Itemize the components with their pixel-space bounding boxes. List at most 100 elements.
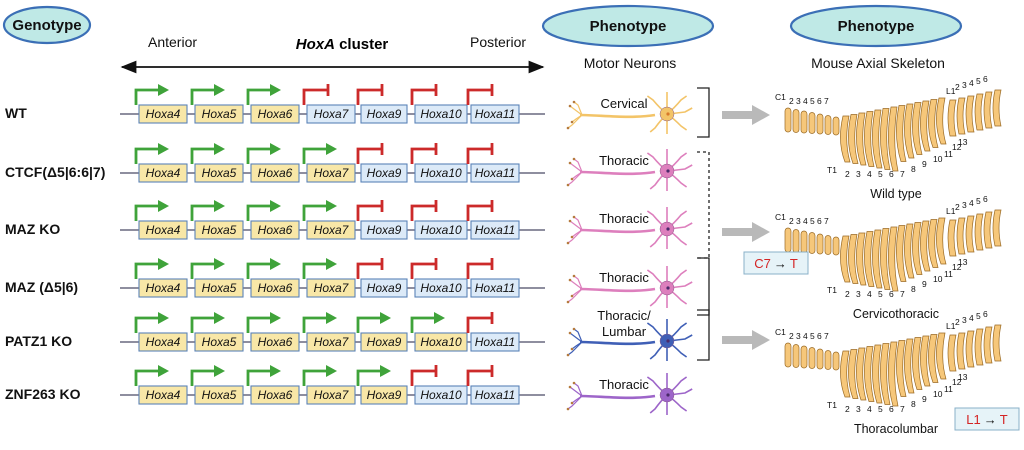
gene-box-rect [360, 332, 408, 352]
gene-name: Hoxa5 [202, 335, 237, 349]
row-label: WT [5, 105, 27, 121]
gene-box-rect [470, 332, 520, 352]
neuron-label-line: Lumbar [602, 324, 647, 339]
thoracic-rib [888, 341, 899, 407]
lumbar-vertebra [983, 211, 993, 249]
thoracic-label: 9 [922, 394, 927, 404]
gene-box: Hoxa9 [356, 365, 408, 405]
synapse-dot [572, 274, 576, 278]
gene-name: Hoxa4 [146, 166, 181, 180]
gene-name: Hoxa11 [475, 107, 515, 121]
gene-name: Hoxa11 [475, 166, 515, 180]
row-label: MAZ (Δ5|6) [5, 279, 78, 295]
axon-terminal [573, 275, 583, 290]
axon-terminal [569, 105, 583, 116]
neuron-label: Thoracic [599, 270, 649, 285]
lumbar-vertebra [956, 217, 966, 255]
synapse-dot [572, 215, 576, 219]
repression-bar-icon [356, 88, 382, 105]
thoracic-label: 2 [845, 169, 850, 179]
thoracic-label: 6 [889, 169, 894, 179]
cervical-label: C1 [775, 92, 786, 102]
gene-box: Hoxa7 [302, 365, 356, 405]
gene-name: Hoxa10 [420, 388, 462, 402]
gene-box: Hoxa7 [302, 312, 356, 352]
gene-box-rect [250, 104, 300, 124]
gene-box: Hoxa4 [134, 312, 188, 352]
gene-box: Hoxa6 [246, 365, 300, 405]
activation-arrowhead-icon [214, 84, 225, 96]
axon-terminal [569, 162, 583, 173]
axon-terminal [567, 341, 583, 356]
axon [579, 113, 656, 119]
cervical-vertebra [808, 347, 816, 369]
gene-name: Hoxa10 [420, 223, 462, 237]
thoracic-rib [872, 344, 883, 404]
repression-bar-icon [410, 369, 436, 386]
lumbar-vertebra [992, 209, 1002, 247]
repression-bar-icon [466, 369, 492, 386]
cervical-vertebra [808, 232, 816, 254]
gene-box: Hoxa11 [466, 143, 520, 183]
transformation-box: C7→T [743, 251, 809, 275]
activation-arrowhead-icon [158, 84, 169, 96]
motor-neuron-icon: Thoracic/Lumbar [566, 308, 693, 361]
axon [579, 170, 656, 176]
thoracic-label: 7 [900, 289, 905, 299]
row-label: PATZ1 KO [5, 333, 72, 349]
phenotype-sk-header: Phenotype [789, 4, 963, 48]
thoracic-rib [856, 112, 867, 166]
gene-box-rect [414, 385, 468, 405]
gene-name: Hoxa5 [202, 223, 237, 237]
gene-name: Hoxa7 [314, 223, 350, 237]
gene-box: Hoxa6 [246, 143, 300, 183]
thoracic-label: 3 [856, 289, 861, 299]
gene-name: Hoxa7 [314, 107, 350, 121]
nucleus [666, 227, 670, 231]
cluster-title-italic: HoxA [296, 36, 335, 53]
cervical-label: 6 [817, 216, 822, 226]
cervical-vertebra [792, 229, 800, 253]
thoracic-rib [848, 349, 859, 399]
thoracic-rib [880, 343, 891, 405]
thoracic-rib [848, 114, 859, 164]
motor-neurons-heading: Motor Neurons [584, 55, 677, 71]
gene-box-rect [138, 163, 188, 183]
gene-name: Hoxa6 [258, 335, 293, 349]
gene-box-rect [194, 385, 244, 405]
gene-name: Hoxa6 [258, 281, 293, 295]
gene-name: Hoxa9 [367, 166, 402, 180]
thoracic-label: 11 [944, 384, 953, 394]
cervical-vertebra [784, 227, 792, 253]
thoracic-rib [872, 109, 883, 169]
lumbar-vertebra [956, 97, 966, 135]
gene-box-rect [194, 163, 244, 183]
thoracic-label: 5 [878, 404, 883, 414]
cervical-label: 3 [796, 96, 801, 106]
gene-box: Hoxa9 [356, 258, 408, 298]
gene-name: Hoxa6 [258, 388, 293, 402]
gene-box-rect [360, 278, 408, 298]
axon-terminal [569, 332, 583, 343]
nucleus [666, 169, 670, 173]
synapse-dot [572, 100, 576, 104]
neuron-label: Thoracic [599, 377, 649, 392]
gene-box-rect [306, 163, 356, 183]
activation-arrowhead-icon [326, 365, 337, 377]
gene-box: Hoxa10 [410, 312, 468, 352]
gene-name: Hoxa7 [314, 281, 350, 295]
lumbar-vertebra [983, 91, 993, 129]
thoracic-rib [928, 219, 939, 268]
gene-box: Hoxa4 [134, 84, 188, 124]
cervical-label: 2 [789, 96, 794, 106]
thoracic-label: 10 [933, 274, 943, 284]
axon [579, 287, 656, 293]
cervical-label: 4 [803, 96, 808, 106]
thoracic-first-label: T1 [827, 400, 837, 410]
gene-name: Hoxa11 [475, 335, 515, 349]
